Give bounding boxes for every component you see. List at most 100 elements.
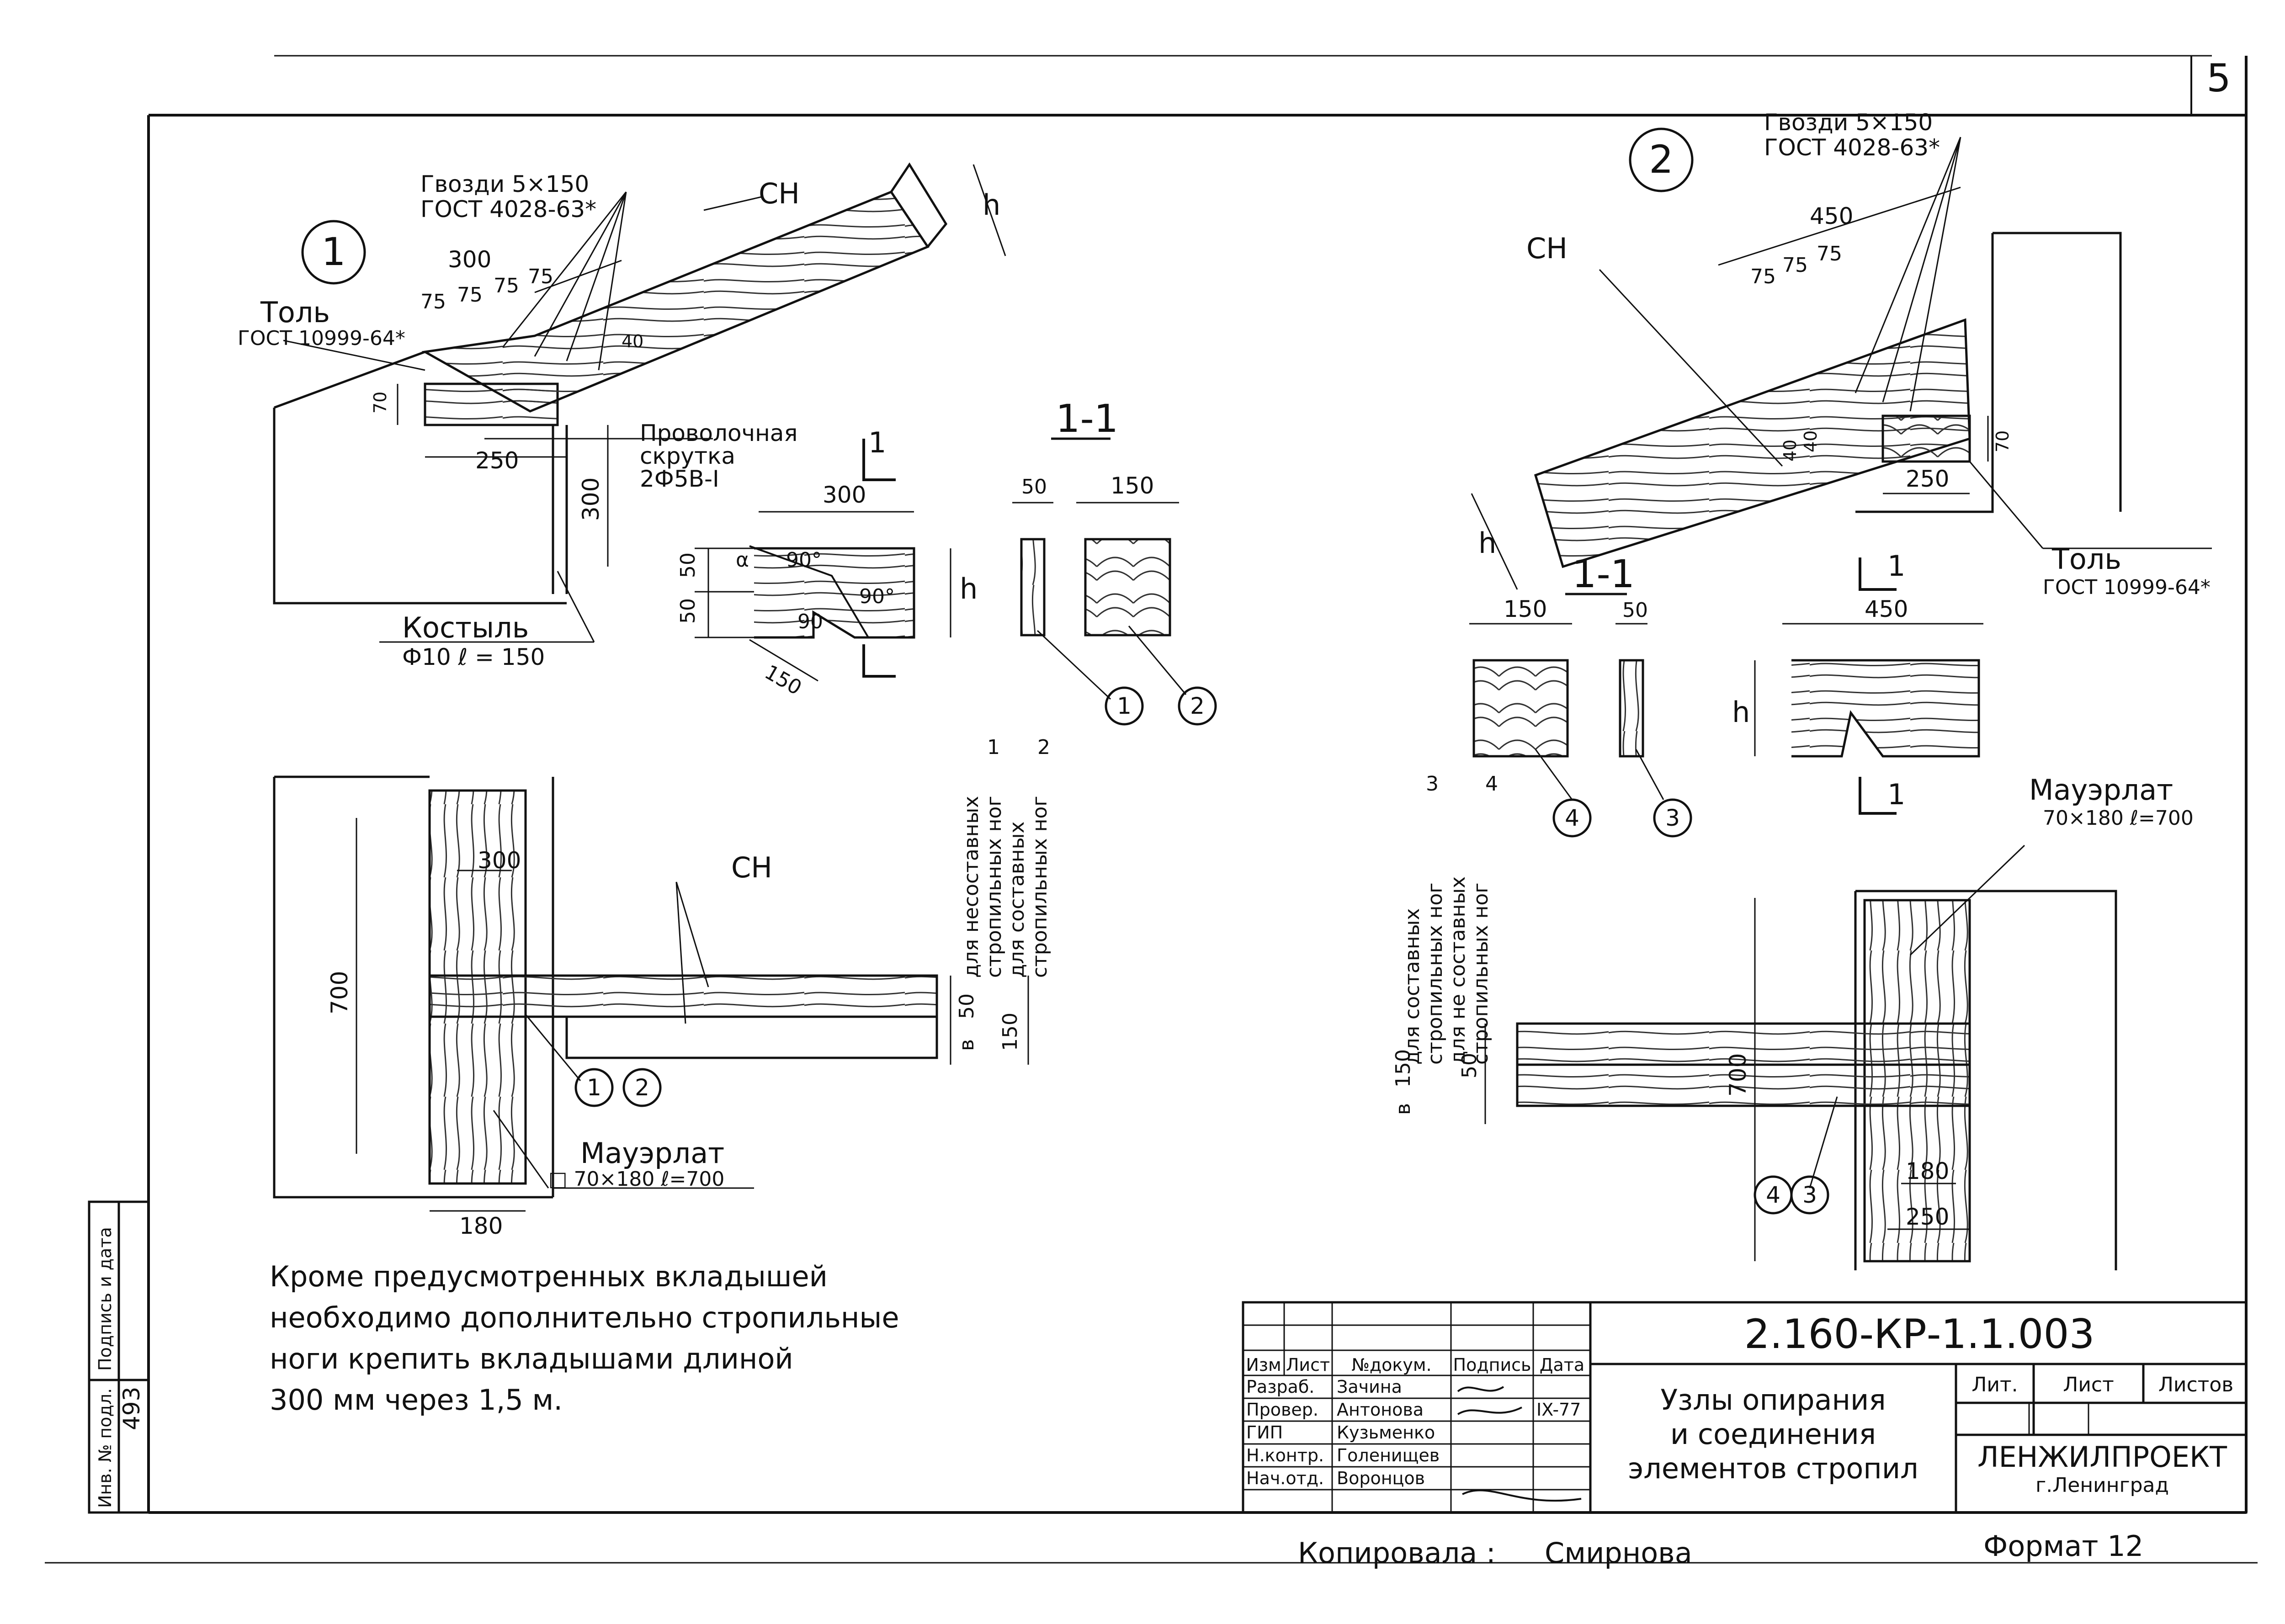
plan-2-mauerlat-label: Мауэрлат	[2029, 773, 2173, 807]
section-1-dim-50a: 50	[676, 552, 700, 578]
node-1-dim-40: 40	[622, 331, 643, 351]
section-2-joint	[1791, 659, 1980, 758]
section-1-1-right	[1469, 557, 1983, 838]
stamp-org: ЛЕНЖИЛПРОЕКТ	[1977, 1440, 2227, 1474]
plan-2-labels: для составных стропильных ног для не сос…	[1392, 772, 2194, 1230]
plan-2-legend-c1: 3	[1426, 772, 1439, 796]
node-1-nails-label: Гвозди 5×150	[420, 171, 589, 197]
footer: Копировала : Смирнова Формат 12	[1298, 1529, 2143, 1570]
plan-1-dim-300: 300	[478, 847, 521, 874]
stamp-name-1: Зачина	[1337, 1377, 1402, 1397]
plan-2-callout-3: 3	[1802, 1182, 1817, 1208]
section-2-beam	[1472, 659, 1569, 758]
node-1-dim-75a: 75	[420, 290, 446, 313]
section-1-callout-2: 2	[1190, 693, 1205, 719]
node-1-dim-70: 70	[370, 392, 390, 414]
node-1-wire-label: Проволочная	[640, 420, 797, 446]
node-1-nails-gost: ГОСТ 4028-63*	[420, 196, 596, 223]
title-block	[1242, 1301, 2248, 1514]
node-2-dim-40a: 40	[1780, 440, 1800, 462]
node-1-number: 1	[321, 229, 345, 274]
section-2-h: h	[1732, 695, 1750, 729]
plan-2-legend-c2: 4	[1485, 772, 1498, 796]
plan-1-legend-a1: для несоставных	[960, 796, 983, 978]
stamp-title-line-3: элементов стропил	[1628, 1452, 1918, 1485]
section-1-dim-50b: 50	[676, 598, 700, 624]
side-stamp-inv-no: 493	[118, 1387, 145, 1430]
node-1-nails	[502, 191, 627, 371]
stamp-col-doc: №докум.	[1351, 1355, 1431, 1375]
copied-by-label: Копировала :	[1298, 1536, 1496, 1570]
section-1-plank	[1020, 538, 1046, 637]
signature-strokes	[1457, 1386, 1582, 1502]
plan-1-legend-c1: 1	[987, 736, 1000, 759]
section-1-callout-1: 1	[1117, 693, 1132, 719]
node-1-dim-75b: 75	[457, 283, 483, 307]
title-block-labels: 2.160-КР-1.1.003 Узлы опирания и соедине…	[1246, 1311, 2233, 1502]
node-1-wire-label-2: скрутка	[640, 443, 735, 469]
node-2-nails-label: Гвозди 5×150	[1764, 109, 1933, 136]
section-1-dim-300: 300	[823, 482, 866, 508]
node-2-nails	[1855, 137, 1961, 412]
plan-1-legend-b2: стропильных ног	[1028, 796, 1052, 978]
plan-1-legend-a2: стропильных ног	[983, 796, 1006, 978]
plan-2-callout-4: 4	[1766, 1182, 1780, 1208]
plan-2	[1484, 844, 2117, 1270]
plan-2-dim-50: 50	[1458, 1053, 1481, 1078]
plan-2-callout-3-circle	[1790, 1175, 1829, 1215]
section-1-dim-150: 150	[761, 660, 806, 700]
copier-name: Смирнова	[1545, 1536, 1692, 1570]
node-2-dim-40b: 40	[1801, 430, 1821, 452]
section-2-callout-3: 3	[1665, 805, 1680, 831]
section-1-1-left	[695, 437, 1217, 726]
plan-1-callout-2: 2	[635, 1074, 649, 1101]
node-2-number: 2	[1649, 137, 1673, 182]
node-1-wire-mark: 2Ф5В-I	[640, 466, 719, 492]
plan-1-dim-150: 150	[999, 1013, 1022, 1051]
node-2-dim-75a: 75	[1750, 265, 1776, 288]
note-line-2: необходимо дополнительно стропильные	[270, 1301, 899, 1334]
section-1-h: h	[960, 572, 978, 605]
plan-2-mauerlat-size: 70×180 ℓ=700	[2043, 807, 2194, 830]
node-2-dim-75c: 75	[1817, 242, 1842, 265]
node-2	[1471, 127, 2212, 590]
stamp-role-5: Нач.отд.	[1246, 1468, 1324, 1488]
node-2-mauerlat	[1881, 414, 1971, 463]
stamp-col-list: Лист	[1286, 1355, 1330, 1375]
stamp-title-line-1: Узлы опирания	[1660, 1383, 1886, 1417]
stamp-sheet-label: Лист	[2063, 1373, 2114, 1396]
stamp-name-2: Антонова	[1337, 1400, 1424, 1420]
section-2-plank	[1619, 659, 1644, 758]
section-2-callout-4-circle	[1552, 798, 1592, 838]
section-2-dim-450: 450	[1865, 596, 1908, 622]
side-stamp-cell-2: Подпись и дата	[95, 1227, 115, 1371]
page-number: 5	[2206, 56, 2231, 101]
stamp-date-cell: IX-77	[1536, 1400, 1581, 1420]
section-1-angle-1: 90°	[786, 548, 822, 572]
section-1-sec-150: 150	[1111, 472, 1154, 499]
node-2-dim-250: 250	[1906, 466, 1949, 492]
node-1-dim-250: 250	[475, 447, 519, 474]
plan-2-dim-700: 700	[1725, 1053, 1751, 1097]
plan-1-callout-1-circle	[574, 1068, 614, 1107]
plan-2-dim-250: 250	[1906, 1204, 1949, 1230]
section-1-mark: 1	[868, 426, 886, 459]
node-1-dim-75c: 75	[494, 274, 519, 297]
note: Кроме предусмотренных вкладышей необходи…	[270, 1260, 899, 1417]
plan-2-dim-150: 150	[1392, 1049, 1415, 1088]
node-1-number-circle	[301, 220, 366, 285]
stamp-role-1: Разраб.	[1246, 1377, 1314, 1397]
plan-1-dim-b: в	[955, 1039, 978, 1051]
node-1-rafter	[421, 190, 930, 413]
plan-1-cn-label: СН	[731, 851, 772, 884]
stamp-title-line-2: и соединения	[1670, 1417, 1876, 1451]
stamp-name-4: Голенищев	[1337, 1445, 1440, 1465]
section-1-alpha: α	[736, 548, 749, 572]
node-1-wall	[273, 350, 567, 605]
plan-1-callout-1: 1	[587, 1074, 601, 1101]
stamp-role-4: Н.контр.	[1246, 1445, 1324, 1465]
section-1-title: 1-1	[1056, 396, 1118, 441]
stamp-city: г.Ленинград	[2035, 1474, 2169, 1497]
node-2-h: h	[1478, 526, 1496, 560]
